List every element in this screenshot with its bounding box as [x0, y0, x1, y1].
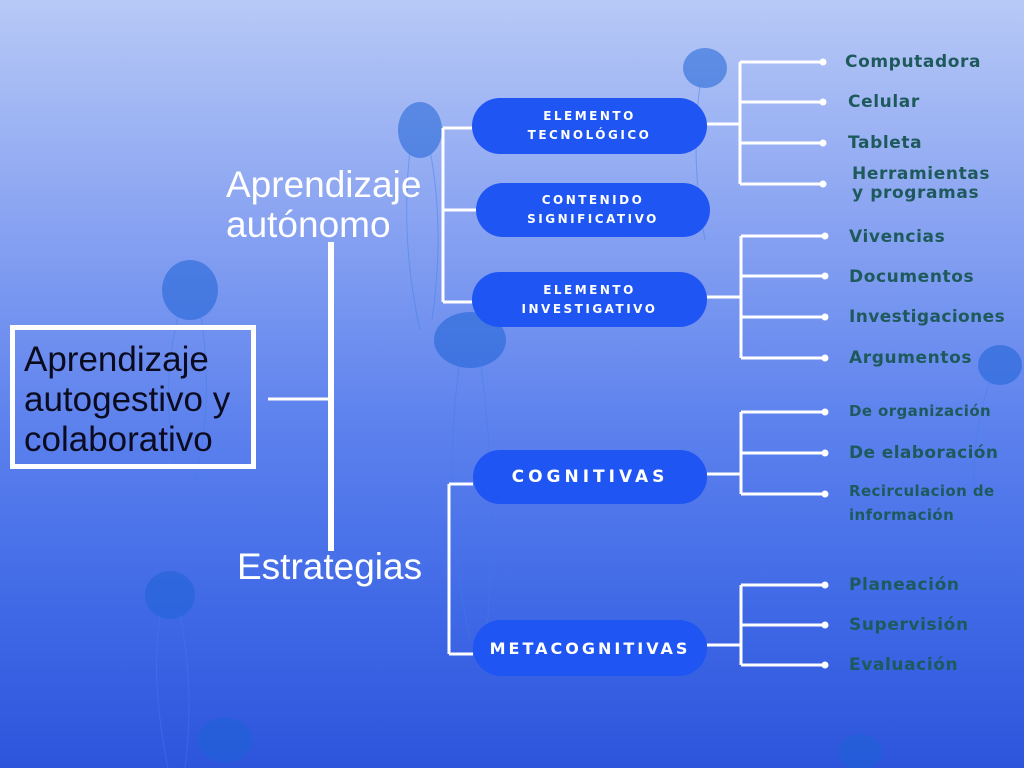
branch-estrategias: Estrategias — [237, 547, 422, 587]
leaf-herramientas: Herramientas y programas — [852, 164, 991, 203]
root-title: Aprendizaje autogestivo y colaborativo — [24, 340, 274, 460]
leaf-computadora: Computadora — [845, 52, 982, 72]
root-frame — [10, 325, 256, 469]
leaf-evaluacion: Evaluación — [849, 655, 959, 675]
node-elemento-investigativo[interactable]: ELEMENTO INVESTIGATIVO — [472, 272, 707, 327]
leaf-investigaciones: Investigaciones — [849, 307, 1006, 327]
leaf-documentos: Documentos — [849, 267, 975, 287]
branch-line-1: Estrategias — [237, 546, 423, 587]
connector-dots — [819, 58, 829, 669]
root-line-3: colaborativo — [24, 420, 213, 459]
root-line-2: autogestivo y — [24, 380, 231, 419]
leaf-planeacion: Planeación — [849, 575, 960, 595]
node-elemento-tecnologico[interactable]: ELEMENTO TECNOLÓGICO — [472, 98, 707, 154]
leaf-supervision: Supervisión — [849, 615, 969, 635]
leaf-celular: Celular — [848, 92, 920, 112]
branch-aprendizaje-autonomo: Aprendizaje autónomo — [226, 165, 421, 245]
node-contenido-significativo[interactable]: CONTENIDO SIGNIFICATIVO — [476, 183, 710, 237]
branch-line-2: autónomo — [226, 204, 391, 245]
leaf-argumentos: Argumentos — [849, 348, 973, 368]
node-cognitivas[interactable]: COGNITIVAS — [473, 450, 707, 504]
leaf-de-organizacion: De organización — [849, 402, 992, 420]
root-line-1: Aprendizaje — [24, 340, 209, 379]
leaf-de-elaboracion: De elaboración — [849, 443, 999, 463]
leaf-recirculacion: Recirculacion de información — [849, 482, 995, 524]
branch-line-1: Aprendizaje — [226, 164, 422, 205]
connector-lines — [268, 60, 824, 667]
leaf-vivencias: Vivencias — [849, 227, 946, 247]
leaf-tableta: Tableta — [848, 133, 923, 153]
node-metacognitivas[interactable]: METACOGNITIVAS — [473, 620, 707, 676]
